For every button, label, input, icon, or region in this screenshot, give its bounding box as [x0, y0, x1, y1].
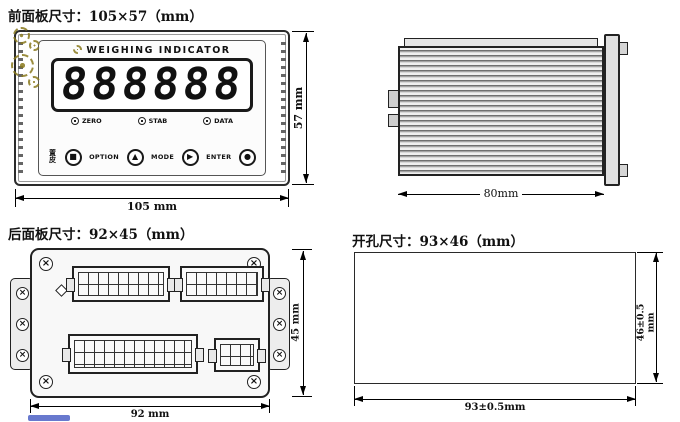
mount-serration-right [281, 42, 286, 174]
gear-icon [13, 27, 30, 44]
screw-icon: × [273, 287, 286, 300]
screw-icon: × [16, 349, 29, 362]
heatsink-fins [398, 46, 604, 176]
tare-button-label: 置皮 [49, 148, 56, 164]
screw-icon: × [273, 318, 286, 331]
extension-line [292, 396, 312, 397]
screw-icon: × [39, 257, 53, 271]
front-width-dim-label: 105 mm [126, 200, 178, 213]
screw-icon: × [16, 318, 29, 331]
rear-panel-body: × × × × [30, 248, 270, 398]
cutout-height-dim-label: 46±0.5 mm [635, 303, 657, 342]
side-connector-upper [388, 90, 399, 108]
rear-height-dim-line [300, 251, 306, 395]
enter-button-label: ENTER [206, 153, 232, 161]
terminal-block-bottom-small [208, 338, 266, 372]
led-zero: ZERO [70, 117, 102, 125]
seven-segment-display: 888888 [51, 58, 253, 112]
led-data: DATA [203, 117, 233, 125]
extension-line [637, 383, 663, 384]
mode-button-label: MODE [151, 153, 175, 161]
option-button: ▲ [126, 148, 144, 166]
terminal-block-top-left [66, 266, 176, 302]
extension-line [292, 31, 314, 32]
brand-row: WEIGHING INDICATOR [39, 44, 265, 56]
terminal-block-top-right [174, 266, 270, 302]
brand-label: WEIGHING INDICATOR [86, 45, 231, 56]
gear-icon [28, 76, 40, 88]
front-height-dim-label: 57 mm [291, 86, 305, 130]
stab-led-icon [137, 117, 146, 125]
led-zero-label: ZERO [81, 117, 102, 125]
cut-off-watermark [28, 415, 70, 421]
side-end-plate [604, 34, 620, 186]
screw-icon: × [273, 349, 286, 362]
rear-panel-section-title: 后面板尺寸：92×45（mm） [8, 227, 194, 243]
cutout-height-dim-line [653, 253, 659, 382]
front-panel-drawing: WEIGHING INDICATOR 888888 ZERO STAB DATA… [11, 27, 290, 186]
option-button-label: OPTION [89, 153, 119, 161]
mount-tab-top [619, 42, 628, 55]
gear-icon [73, 45, 83, 54]
side-connector-lower [388, 114, 399, 127]
gear-icon [29, 40, 40, 51]
rear-width-dim-line [30, 403, 270, 409]
rear-panel-drawing: × × × × × × × × × × [10, 248, 290, 398]
data-led-icon [203, 117, 212, 125]
screw-icon: × [16, 287, 29, 300]
cutout-width-dim-label: 93±0.5mm [464, 402, 526, 413]
terminal-pins [74, 340, 192, 368]
button-row: 置皮 ■ OPTION ▲ MODE ▶ ENTER ● [48, 144, 256, 170]
mode-button: ▶ [181, 148, 199, 166]
front-panel-face: WEIGHING INDICATOR 888888 ZERO STAB DATA… [38, 40, 266, 176]
led-row: ZERO STAB DATA [53, 117, 251, 125]
cutout-rectangle [354, 252, 636, 384]
front-panel-section-title: 前面板尺寸：105×57（mm） [8, 9, 203, 25]
mount-serration-left [18, 42, 23, 174]
mount-tab-bottom [619, 164, 628, 177]
screw-icon: × [39, 375, 53, 389]
terminal-pins [186, 272, 258, 296]
cutout-section-title: 开孔尺寸：93×46（mm） [352, 234, 524, 250]
display-digits: 888888 [57, 59, 247, 110]
side-width-dim-label: 80mm [398, 187, 604, 200]
rear-wing-right: × × × [266, 278, 290, 370]
led-stab-label: STAB [148, 117, 168, 125]
led-data-label: DATA [214, 117, 234, 125]
extension-line [637, 252, 663, 253]
zero-led-icon [70, 117, 79, 125]
enter-button: ● [238, 148, 256, 166]
extension-line [292, 249, 312, 250]
gear-icon [11, 54, 34, 77]
front-height-dim-line [303, 33, 309, 183]
side-width-dim-text: 80mm [479, 187, 523, 200]
led-stab: STAB [137, 117, 168, 125]
cutout-width-dim-line [354, 396, 636, 402]
front-width-dim-line [15, 195, 289, 201]
screw-icon: × [247, 375, 261, 389]
tare-button: ■ [64, 148, 82, 166]
terminal-pins [220, 344, 254, 366]
terminal-pins [78, 272, 164, 296]
terminal-block-bottom-wide [62, 334, 204, 374]
side-view-drawing: 80mm [388, 34, 640, 204]
extension-line [292, 184, 314, 185]
rear-height-dim-label: 45 mm [290, 303, 302, 342]
rear-width-dim-label: 92 mm [130, 409, 170, 420]
